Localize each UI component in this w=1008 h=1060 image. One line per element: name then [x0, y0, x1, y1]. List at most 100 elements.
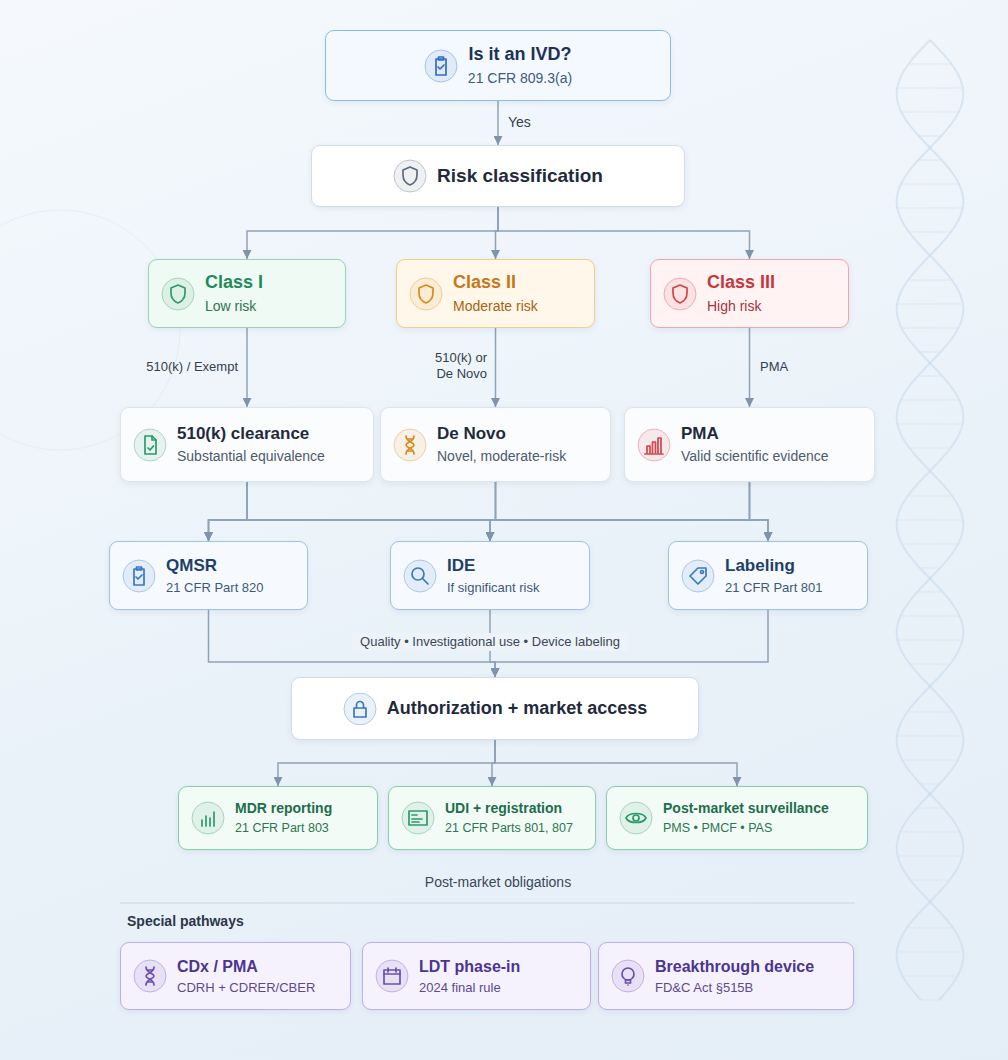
helix-rung — [896, 735, 964, 736]
connector-arrow — [278, 740, 495, 786]
process-box: De NovoNovel, moderate-risk — [380, 407, 611, 482]
edge-label: 510(k) / Exempt — [146, 359, 238, 375]
box-icon — [637, 428, 671, 462]
text-column: Authorization + market access — [387, 698, 648, 720]
helix-rung — [901, 327, 959, 328]
box-icon — [343, 692, 377, 726]
helix-rung — [909, 231, 952, 232]
helix-rung — [921, 999, 939, 1000]
process-box: Post-market surveillancePMS • PMCF • PAS — [606, 786, 868, 850]
box-title: Class I — [205, 272, 263, 294]
helix-rung — [900, 831, 961, 832]
text-column: PMA Valid scientific evidence — [681, 424, 829, 465]
box-icon — [681, 559, 715, 593]
process-box: UDI + registration 21 CFR Parts 801, 807 — [388, 786, 596, 850]
helix-rung — [900, 399, 960, 400]
connector-arrow — [495, 328, 497, 407]
box-title: Risk classification — [437, 165, 603, 188]
box-subtitle: 21 CFR Part 803 — [235, 821, 332, 836]
box-subtitle: PMS • PMCF • PAS — [663, 821, 829, 836]
connector-arrow — [209, 482, 248, 541]
note-label: Post-market obligations — [425, 874, 571, 891]
box-icon — [403, 559, 437, 593]
box-icon — [619, 801, 653, 835]
box-icon — [191, 801, 225, 835]
process-box: Risk classification — [311, 145, 685, 207]
process-box: Is it an IVD? 21 CFR 809.3(a) — [325, 30, 671, 101]
box-subtitle: Moderate risk — [453, 298, 538, 315]
helix-rung — [897, 855, 963, 856]
helix-rung — [896, 951, 964, 952]
box-title: MDR reporting — [235, 800, 332, 817]
box-subtitle: Substantial equivalence — [177, 448, 325, 465]
process-box: PMA Valid scientific evidence — [624, 407, 875, 482]
helix-rung — [919, 135, 942, 136]
box-title: Class III — [707, 272, 775, 294]
box-title: UDI + registration — [445, 800, 573, 817]
box-title: IDE — [447, 556, 539, 576]
process-box: Breakthrough deviceFD&C Act §515B — [598, 942, 854, 1010]
box-subtitle: 21 CFR 809.3(a) — [468, 70, 572, 87]
box-icon — [424, 49, 458, 83]
box-subtitle: 21 CFR Parts 801, 807 — [445, 821, 573, 836]
edge-label: Yes — [508, 114, 531, 132]
connector-arrow — [750, 482, 769, 541]
helix-rung — [902, 759, 959, 760]
box-icon — [122, 559, 156, 593]
box-icon — [401, 801, 435, 835]
text-column: UDI + registration 21 CFR Parts 801, 807 — [445, 800, 573, 836]
box-subtitle: 21 CFR Part 820 — [166, 580, 264, 596]
helix-strand — [897, 40, 964, 1000]
connector-arrow — [749, 328, 751, 407]
helix-rung — [896, 519, 963, 520]
box-subtitle: Novel, moderate-risk — [437, 448, 566, 465]
box-subtitle: Valid scientific evidence — [681, 448, 829, 465]
helix-rung — [928, 687, 931, 688]
helix-rung — [909, 663, 950, 664]
text-column: CDx / PMACDRH + CDRER/CBER — [177, 957, 315, 996]
connector-arrow — [209, 482, 750, 541]
box-icon — [133, 428, 167, 462]
text-column: Is it an IVD? 21 CFR 809.3(a) — [468, 44, 572, 86]
box-title: QMSR — [166, 556, 264, 576]
connector-arrow — [490, 482, 496, 541]
process-box: Class ILow risk — [148, 259, 346, 328]
connector-arrow — [209, 482, 496, 541]
helix-rung — [908, 279, 953, 280]
process-box: 510(k) clearanceSubstantial equivalence — [120, 407, 374, 482]
helix-rung — [902, 975, 958, 976]
helix-rung — [897, 207, 964, 208]
process-box: QMSR 21 CFR Part 820 — [109, 541, 308, 610]
helix-rung — [929, 255, 930, 256]
box-title: Is it an IVD? — [468, 44, 572, 66]
text-column: De NovoNovel, moderate-risk — [437, 424, 566, 465]
box-icon — [393, 428, 427, 462]
text-column: Breakthrough deviceFD&C Act §515B — [655, 957, 814, 996]
helix-rung — [910, 879, 950, 880]
helix-rung — [916, 807, 943, 808]
box-title: LDT phase-in — [419, 957, 520, 976]
connector-arrow — [496, 482, 769, 541]
box-subtitle: FD&C Act §515B — [655, 980, 814, 996]
box-title: PMA — [681, 424, 829, 444]
helix-rung — [918, 375, 943, 376]
box-icon — [393, 159, 427, 193]
helix-rung — [920, 567, 941, 568]
text-column: IDEIf significant risk — [447, 556, 539, 596]
helix-rung — [896, 87, 963, 88]
text-column: Class II Moderate risk — [453, 272, 538, 314]
box-icon — [375, 959, 409, 993]
box-title: De Novo — [437, 424, 566, 444]
box-title: Authorization + market access — [387, 698, 648, 720]
connector-arrow — [490, 482, 750, 541]
helix-rung — [906, 927, 953, 928]
connector-arrow — [247, 207, 498, 259]
box-title: 510(k) clearance — [177, 424, 325, 444]
box-icon — [161, 277, 195, 311]
box-title: Class II — [453, 272, 538, 294]
process-box: Class II Moderate risk — [396, 259, 595, 328]
text-column: Class ILow risk — [205, 272, 263, 314]
text-column: Class IIIHigh risk — [707, 272, 775, 314]
helix-rung — [897, 639, 963, 640]
